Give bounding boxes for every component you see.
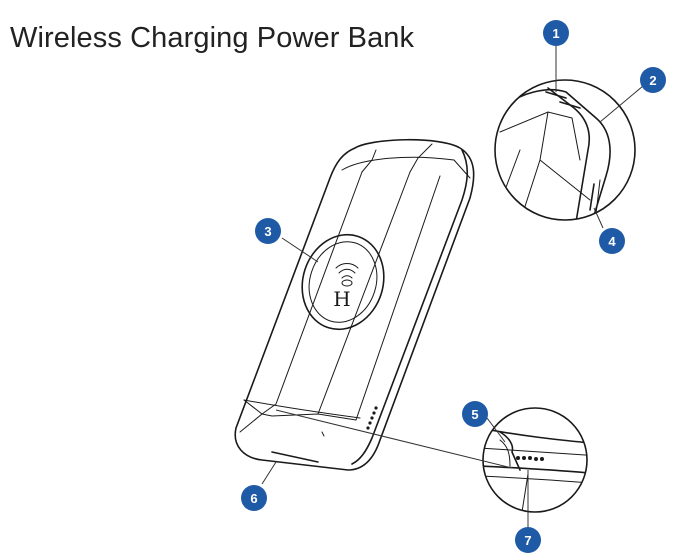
callout-6-label: 6 (250, 491, 257, 506)
logo-letter: H (333, 287, 350, 311)
callout-3-label: 3 (264, 224, 271, 239)
led-indicator-dots (366, 406, 378, 430)
wireless-signal-icon (335, 263, 359, 287)
callout-7-label: 7 (524, 533, 531, 548)
callout-3: 3 (255, 218, 281, 244)
callout-5: 5 (462, 401, 488, 427)
callout-7: 7 (515, 527, 541, 553)
detail-led-dots (516, 456, 544, 461)
detail-view-bottom (482, 407, 588, 513)
callout-2-label: 2 (649, 73, 656, 88)
detail-view-top (494, 79, 636, 221)
callout-1-label: 1 (552, 26, 559, 41)
callout-5-label: 5 (471, 407, 478, 422)
leader-lines (261, 46, 644, 528)
callout-4: 4 (599, 228, 625, 254)
callout-6: 6 (241, 485, 267, 511)
callout-4-label: 4 (608, 234, 616, 249)
diagram-title: Wireless Charging Power Bank (10, 22, 415, 54)
callout-1: 1 (543, 20, 569, 46)
power-bank-body (234, 138, 475, 471)
callout-2: 2 (640, 67, 666, 93)
wireless-charging-pad: H (301, 233, 385, 331)
